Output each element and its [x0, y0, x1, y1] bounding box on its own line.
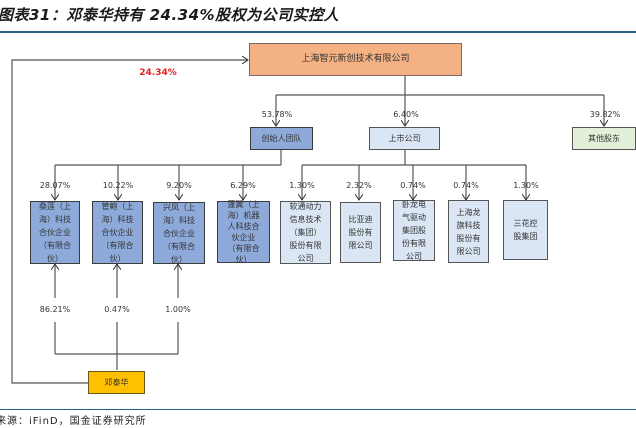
- box-text-line: （有限合: [227, 244, 260, 253]
- partnership-box-xingfeng: 兴凤（上海）科技合伙企业 （有限合伙）: [153, 202, 205, 264]
- person-pct-1: 0.47%: [104, 305, 130, 314]
- box-text-line: 合伙企业: [163, 228, 195, 238]
- box-text-line: 合伙企业: [39, 228, 71, 237]
- box-text-line: 海）科技: [39, 215, 71, 224]
- company-box: 上海智元新创技术有限公司: [249, 43, 462, 76]
- source-divider: [0, 409, 636, 410]
- partnership-box-guanbao: 管鲍（上海）科技合伙企业 （有限合伙）: [92, 201, 143, 264]
- listed-box-wolong: 卧龙电气驱动集团股份有限公司: [393, 200, 435, 261]
- direct-holding-pct: 24.34%: [139, 68, 177, 78]
- listed-pct-3: 0.74%: [453, 181, 479, 190]
- box-text-line: （有限合: [163, 241, 195, 251]
- box-text-line: 海）科技: [101, 215, 134, 224]
- listed-pct-4: 1.30%: [513, 181, 539, 190]
- box-text-line: 限公司: [348, 241, 373, 250]
- box-text-line: 上海龙: [456, 207, 481, 217]
- box-text-line: 桑莲（上: [39, 202, 71, 211]
- listed-companies-box: 上市公司: [369, 127, 440, 150]
- figure-title: 图表31：邓泰华持有 24.34%股权为公司实控人: [0, 6, 340, 24]
- listed-box-sanhua: 三花控股集团: [503, 200, 548, 260]
- box-text-line: 气驱动: [402, 213, 426, 222]
- partnership-name: 兴凤（上海）科技合伙企业 （有限合伙）: [163, 201, 195, 266]
- partnership-box-pengyi: 蓬翼（上海）机器人科技合伙企业 （有限合伙）: [217, 199, 270, 265]
- box-text-line: 伙）: [109, 254, 126, 263]
- box-text-line: 管鲍（上: [101, 202, 134, 211]
- box-text-line: 伙）: [235, 255, 252, 264]
- box-text-line: 海）机器: [227, 211, 260, 220]
- box-text-line: 集团股: [402, 226, 426, 235]
- direct-holding-line: [11, 60, 248, 384]
- other-shareholders-box: 其他股东: [572, 127, 636, 150]
- box-text-line: （有限合: [101, 241, 134, 250]
- box-text-line: 公司: [297, 254, 314, 263]
- founder-team-label: 创始人团队: [261, 134, 302, 143]
- box-text-line: 兴凤（上: [163, 202, 195, 212]
- partnership-name: 蓬翼（上海）机器人科技合伙企业 （有限合伙）: [228, 199, 260, 265]
- listed-company-name: 三花控股集团: [514, 217, 538, 243]
- box-text-line: 股份有: [348, 228, 373, 237]
- tier1-pct-listed: 6.40%: [393, 110, 419, 119]
- title-divider: [0, 31, 636, 33]
- founder-pct-2: 9.20%: [166, 181, 192, 190]
- box-text-line: 旗科技: [456, 220, 481, 230]
- box-text-line: 股份有: [456, 233, 481, 243]
- controller-person-name: 邓泰华: [104, 378, 129, 387]
- controller-person-box: 邓泰华: [88, 371, 145, 394]
- box-text-line: 公司: [406, 252, 422, 261]
- partnership-name: 管鲍（上海）科技合伙企业 （有限合伙）: [102, 200, 134, 265]
- listed-company-name: 比亚迪股份有限公司: [349, 213, 373, 252]
- box-text-line: 海）科技: [163, 215, 195, 225]
- listed-pct-1: 2.32%: [346, 181, 372, 190]
- box-text-line: 伙）: [47, 254, 63, 263]
- tier1-pct-other: 39.82%: [589, 110, 621, 119]
- box-text-line: 份有限: [402, 239, 426, 248]
- person-pct-2: 1.00%: [165, 305, 191, 314]
- box-text-line: 比亚迪: [348, 215, 373, 224]
- box-text-line: 三花控: [513, 219, 538, 228]
- company-name: 上海智元新创技术有限公司: [301, 54, 410, 64]
- person-pct-0: 86.21%: [39, 305, 71, 314]
- founder-pct-1: 10.22%: [102, 181, 134, 190]
- box-text-line: 股集团: [513, 232, 538, 241]
- other-shareholders-label: 其他股东: [588, 134, 620, 143]
- listed-box-isoftstone: 软通动力信息技术 （集团） 股份有限公司: [280, 201, 331, 264]
- source-note: 来源：iFinD，国金证券研究所: [0, 416, 147, 427]
- listed-company-name: 软通动力信息技术 （集团） 股份有限公司: [290, 200, 322, 265]
- listed-company-name: 卧龙电气驱动集团股份有限公司: [402, 198, 426, 263]
- partnership-name: 桑莲（上海）科技合伙企业 （有限合伙）: [39, 200, 71, 265]
- listed-companies-label: 上市公司: [388, 134, 421, 143]
- box-text-line: 软通动力: [289, 202, 322, 211]
- box-text-line: 信息技术: [289, 215, 322, 224]
- box-text-line: 人科技合: [227, 222, 260, 231]
- listed-company-name: 上海龙旗科技股份有限公司: [457, 206, 481, 258]
- tier1-pct-founder: 53.78%: [261, 110, 293, 119]
- box-text-line: 伙企业: [231, 233, 256, 242]
- box-text-line: 股份有限: [289, 241, 322, 250]
- box-text-line: 伙）: [171, 254, 187, 264]
- founder-pct-0: 28.07%: [39, 181, 71, 190]
- box-text-line: 蓬翼（上: [227, 200, 260, 209]
- listed-pct-0: 1.30%: [289, 181, 315, 190]
- box-text-line: （集团）: [289, 228, 322, 237]
- founder-pct-3: 6.29%: [230, 181, 256, 190]
- listed-box-longqi: 上海龙旗科技股份有限公司: [448, 200, 489, 263]
- box-text-line: （有限合: [39, 241, 71, 250]
- box-text-line: 合伙企业: [101, 228, 134, 237]
- partnership-box-sanglian: 桑莲（上海）科技合伙企业 （有限合伙）: [30, 201, 80, 264]
- listed-box-byd: 比亚迪股份有限公司: [340, 202, 381, 263]
- founder-team-box: 创始人团队: [250, 127, 313, 150]
- listed-pct-2: 0.74%: [400, 181, 426, 190]
- box-text-line: 卧龙电: [402, 200, 426, 209]
- box-text-line: 限公司: [456, 246, 481, 256]
